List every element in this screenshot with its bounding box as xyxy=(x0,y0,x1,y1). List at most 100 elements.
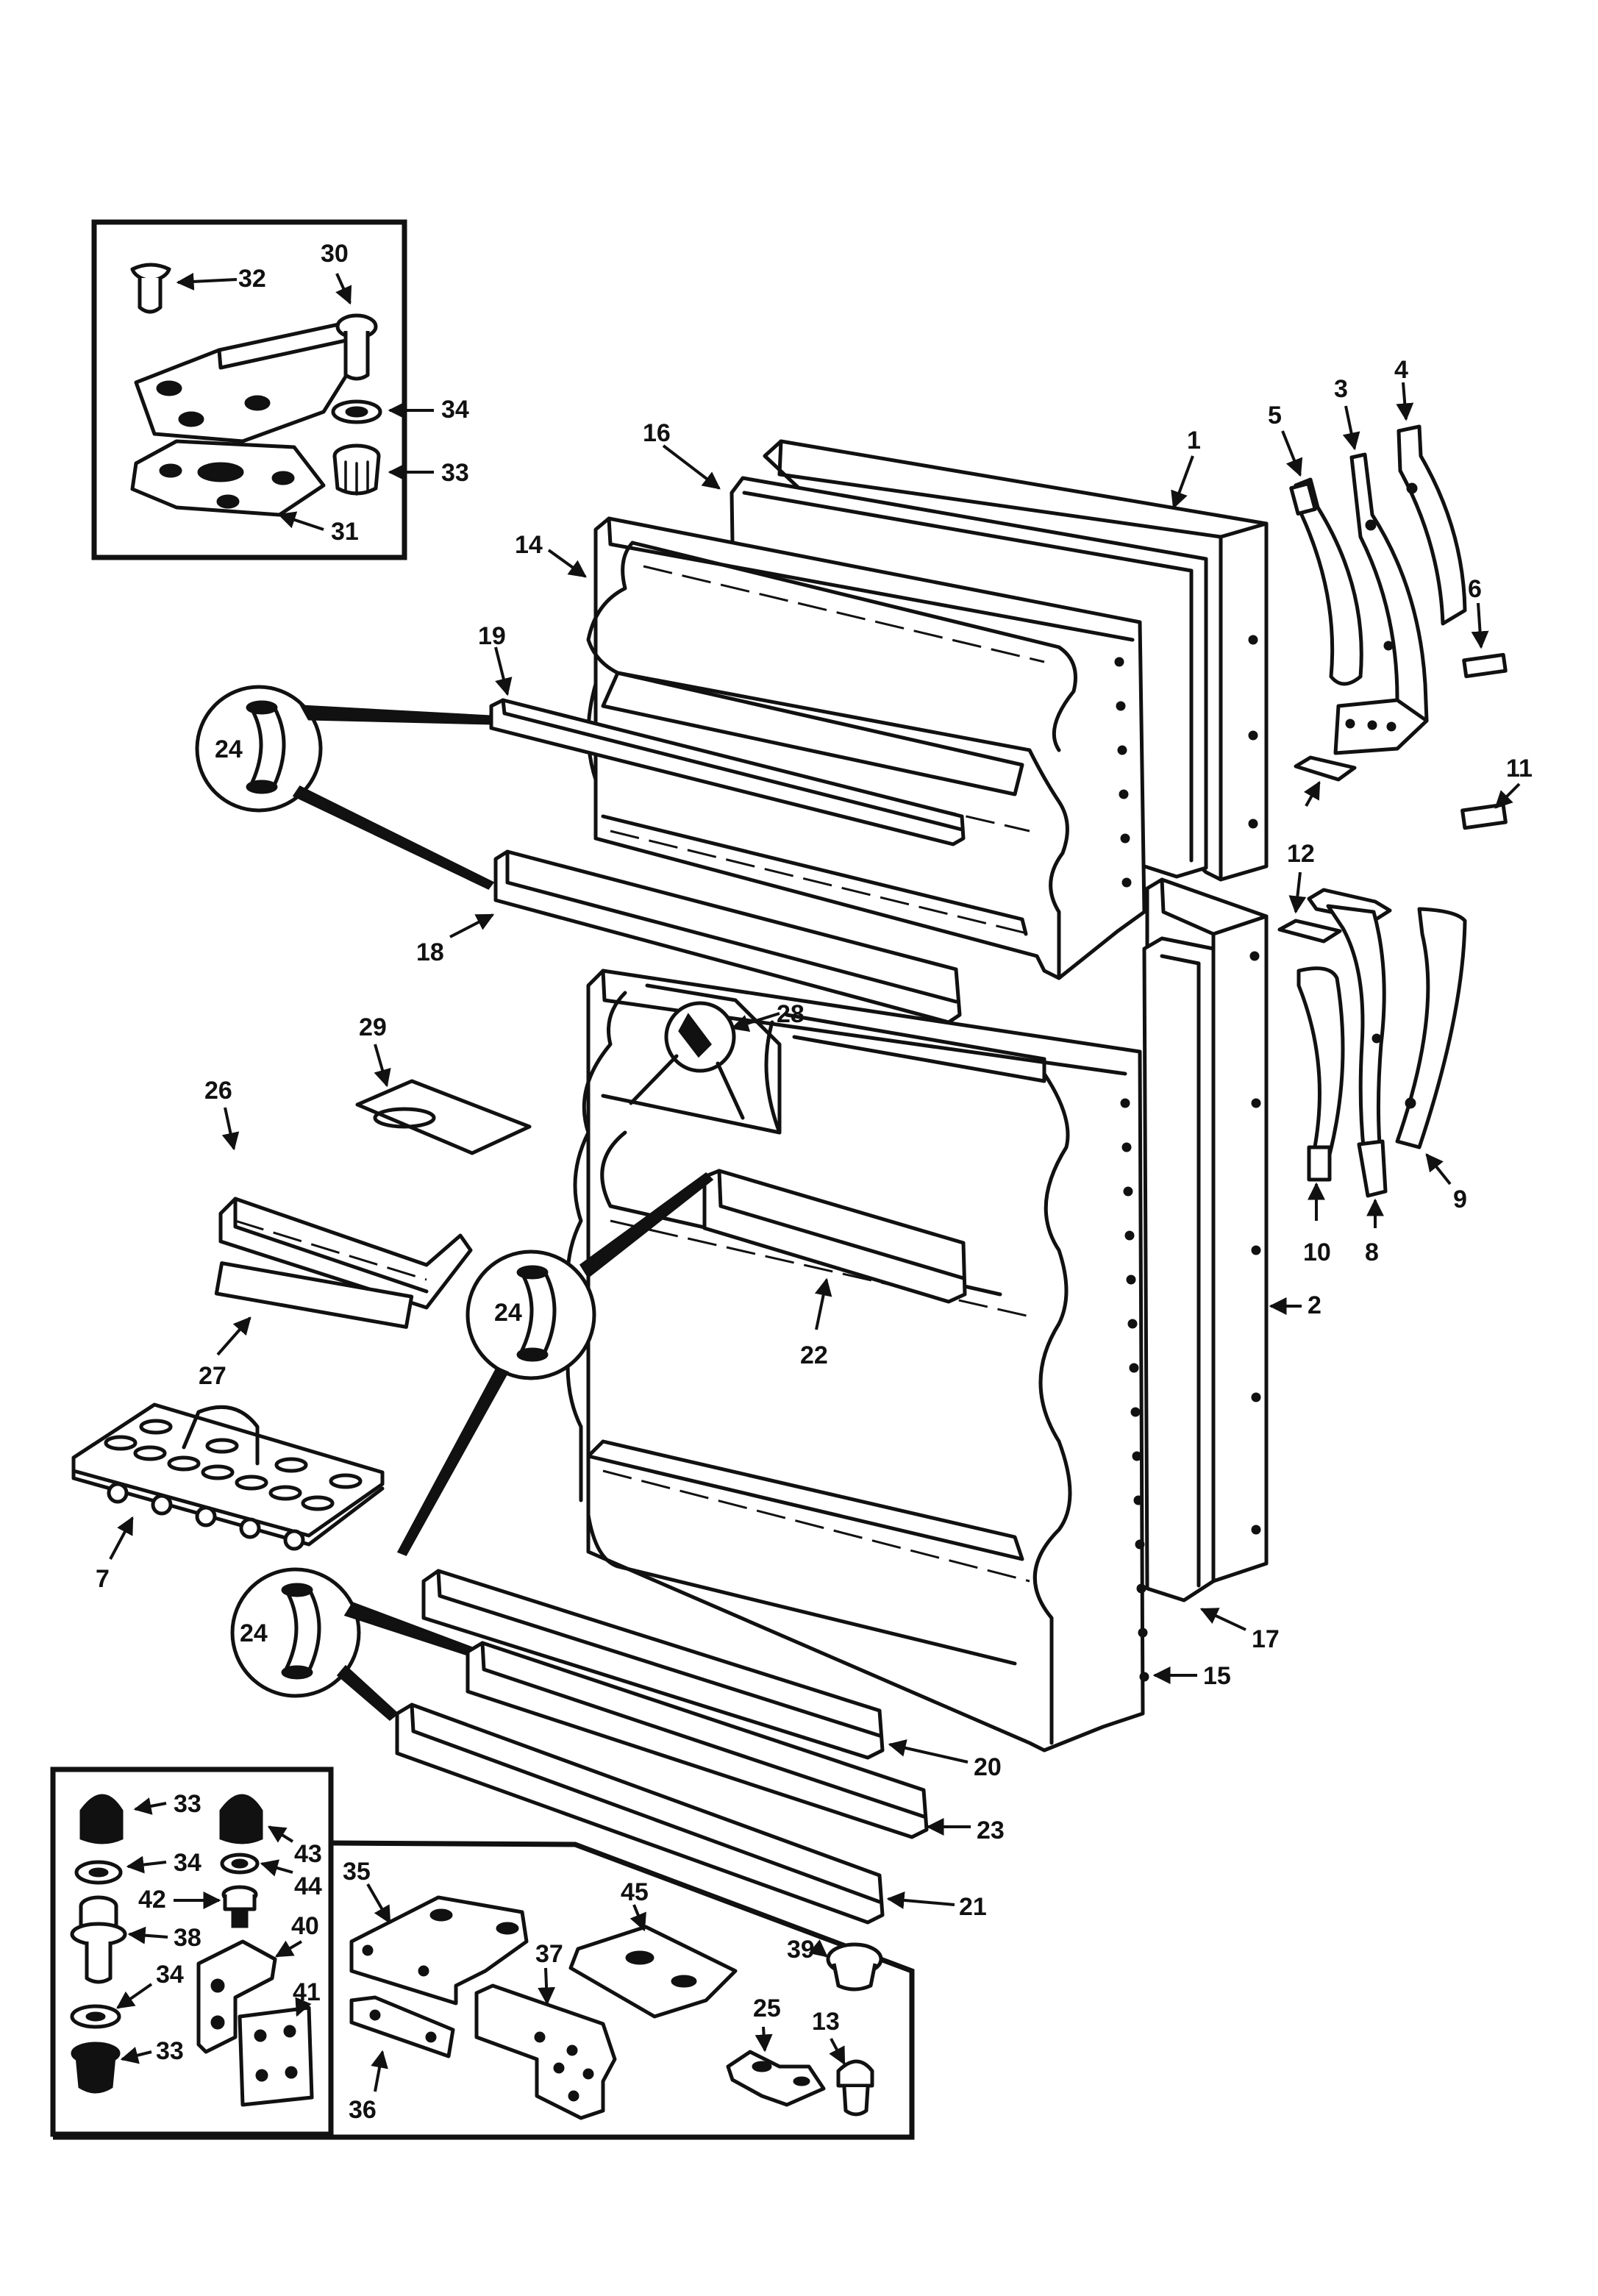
label-part-3: 3 xyxy=(1334,375,1348,403)
label-part-21: 21 xyxy=(959,1893,987,1921)
label-part-33-bottom-inset-lower: 33 xyxy=(156,2037,184,2065)
label-part-36: 36 xyxy=(349,2096,377,2124)
bushing-part-33 xyxy=(332,443,381,496)
label-part-27: 27 xyxy=(199,1362,226,1390)
label-part-32: 32 xyxy=(238,265,266,293)
fresh-food-door-liner-part-15 xyxy=(586,969,1145,1753)
label-part-15: 15 xyxy=(1203,1662,1231,1690)
label-part-19: 19 xyxy=(478,622,506,650)
label-strip-part-27 xyxy=(214,1261,414,1329)
hinge-plate-part-35 xyxy=(349,1895,529,2006)
bottom-hinge-inset-extension xyxy=(53,1840,915,2140)
freezer-door-assembly xyxy=(449,439,1269,1024)
butter-keeper-part-26 xyxy=(218,1197,473,1310)
label-part-28: 28 xyxy=(777,1000,805,1028)
cap-part-33-lower xyxy=(71,2042,121,2094)
door-handles-and-hinges xyxy=(1277,382,1521,1228)
label-part-24-middle: 24 xyxy=(494,1299,522,1327)
label-part-11: 11 xyxy=(1506,755,1533,782)
freezer-door-screw-holes xyxy=(1114,635,1258,888)
fresh-food-door-assembly xyxy=(395,877,1302,1925)
label-part-8: 8 xyxy=(1365,1238,1379,1266)
hinge-pin-part-38 xyxy=(70,1895,127,1984)
label-part-12: 12 xyxy=(1287,840,1315,868)
label-part-24-top: 24 xyxy=(215,735,243,763)
bottom-hinge-inset-frame xyxy=(50,1766,334,2137)
label-part-43: 43 xyxy=(294,1840,322,1868)
door-shelf-bar-part-22 xyxy=(702,1169,967,1304)
label-part-20: 20 xyxy=(974,1753,1002,1781)
label-part-9: 9 xyxy=(1453,1186,1467,1213)
fresh-food-door-screw-holes xyxy=(1120,951,1261,1682)
label-part-44: 44 xyxy=(294,1872,322,1900)
washer-part-34-lower xyxy=(70,2004,121,2029)
label-part-29: 29 xyxy=(359,1013,387,1041)
label-part-2: 2 xyxy=(1308,1291,1321,1319)
plate-part-41 xyxy=(238,2006,314,2107)
plug-part-6 xyxy=(1462,652,1508,679)
label-part-33-top-inset: 33 xyxy=(441,459,469,487)
door-shelf-bar-part-20 xyxy=(421,1569,885,1760)
bracket-part-40 xyxy=(196,1939,277,2054)
ice-tray-part-7 xyxy=(71,1402,385,1551)
label-part-6: 6 xyxy=(1468,575,1482,603)
label-part-23: 23 xyxy=(977,1817,1005,1844)
washer-part-44 xyxy=(220,1853,260,1875)
freezer-shelf-bar-part-18 xyxy=(493,849,962,1024)
label-part-7: 7 xyxy=(96,1565,110,1593)
top-hinge-inset xyxy=(91,219,434,560)
cap-part-43 xyxy=(219,1794,263,1844)
top-hinge-inset-frame xyxy=(91,219,407,560)
trim-part-4 xyxy=(1397,424,1467,626)
label-part-26: 26 xyxy=(204,1077,232,1105)
freezer-shelf-bar-part-19 xyxy=(489,698,966,846)
label-part-4: 4 xyxy=(1394,356,1408,384)
label-part-35: 35 xyxy=(343,1858,371,1886)
shim-part-36 xyxy=(349,1995,455,2058)
label-part-34-bottom-inset-top: 34 xyxy=(174,1849,201,1877)
handle-part-10 xyxy=(1296,966,1345,1182)
label-part-30: 30 xyxy=(321,240,349,268)
top-hinge-part-30 xyxy=(134,313,378,443)
bracket-part-37 xyxy=(474,1983,617,2120)
label-part-25: 25 xyxy=(753,1994,781,2022)
label-part-10: 10 xyxy=(1303,1238,1331,1266)
label-part-38: 38 xyxy=(174,1924,201,1952)
part-number-labels: 1 2 3 4 5 6 7 8 9 10 11 12 13 14 15 16 1… xyxy=(96,240,1533,2124)
washer-part-34 xyxy=(74,1860,123,1885)
label-part-22: 22 xyxy=(800,1341,828,1369)
label-part-31: 31 xyxy=(331,518,359,546)
shelf-retainer-detail-part-24-middle xyxy=(396,1172,714,1556)
hinge-plate-part-45 xyxy=(568,1925,738,2019)
screw-part-13 xyxy=(836,2059,874,2117)
door-shelf-bar-part-21 xyxy=(395,1703,885,1925)
spacer-part-12-top xyxy=(1294,755,1357,782)
hinge-part-8 xyxy=(1326,904,1388,1198)
egg-holder-part-29 xyxy=(355,1079,532,1155)
plug-part-11 xyxy=(1460,802,1508,830)
label-part-45: 45 xyxy=(621,1878,649,1906)
hinge-part-3 xyxy=(1333,452,1429,755)
label-part-1: 1 xyxy=(1187,427,1201,454)
label-part-14: 14 xyxy=(515,531,543,559)
shelf-retainer-detail-part-24-bottom xyxy=(230,1567,472,1721)
plug-part-39 xyxy=(826,1942,883,1992)
label-part-18: 18 xyxy=(416,938,444,966)
label-part-41: 41 xyxy=(293,1978,321,2006)
label-part-40: 40 xyxy=(291,1912,319,1940)
label-part-24-bottom: 24 xyxy=(240,1619,268,1647)
label-part-17: 17 xyxy=(1252,1625,1280,1653)
label-part-5: 5 xyxy=(1268,402,1282,429)
label-part-16: 16 xyxy=(643,419,671,447)
shelf-retainer-detail-part-24-top xyxy=(195,685,495,890)
butter-compartment xyxy=(601,983,782,1135)
spacer-part-12 xyxy=(1277,919,1342,944)
cap-part-33 xyxy=(79,1794,124,1844)
hinge-shim-part-31 xyxy=(130,439,326,517)
trim-part-9 xyxy=(1395,907,1467,1149)
dairy-compartment-part-28 xyxy=(629,1001,745,1120)
bottom-hinge-inset xyxy=(50,1766,915,2140)
label-part-37: 37 xyxy=(535,1940,563,1968)
label-part-33-bottom-inset-top: 33 xyxy=(174,1790,201,1818)
